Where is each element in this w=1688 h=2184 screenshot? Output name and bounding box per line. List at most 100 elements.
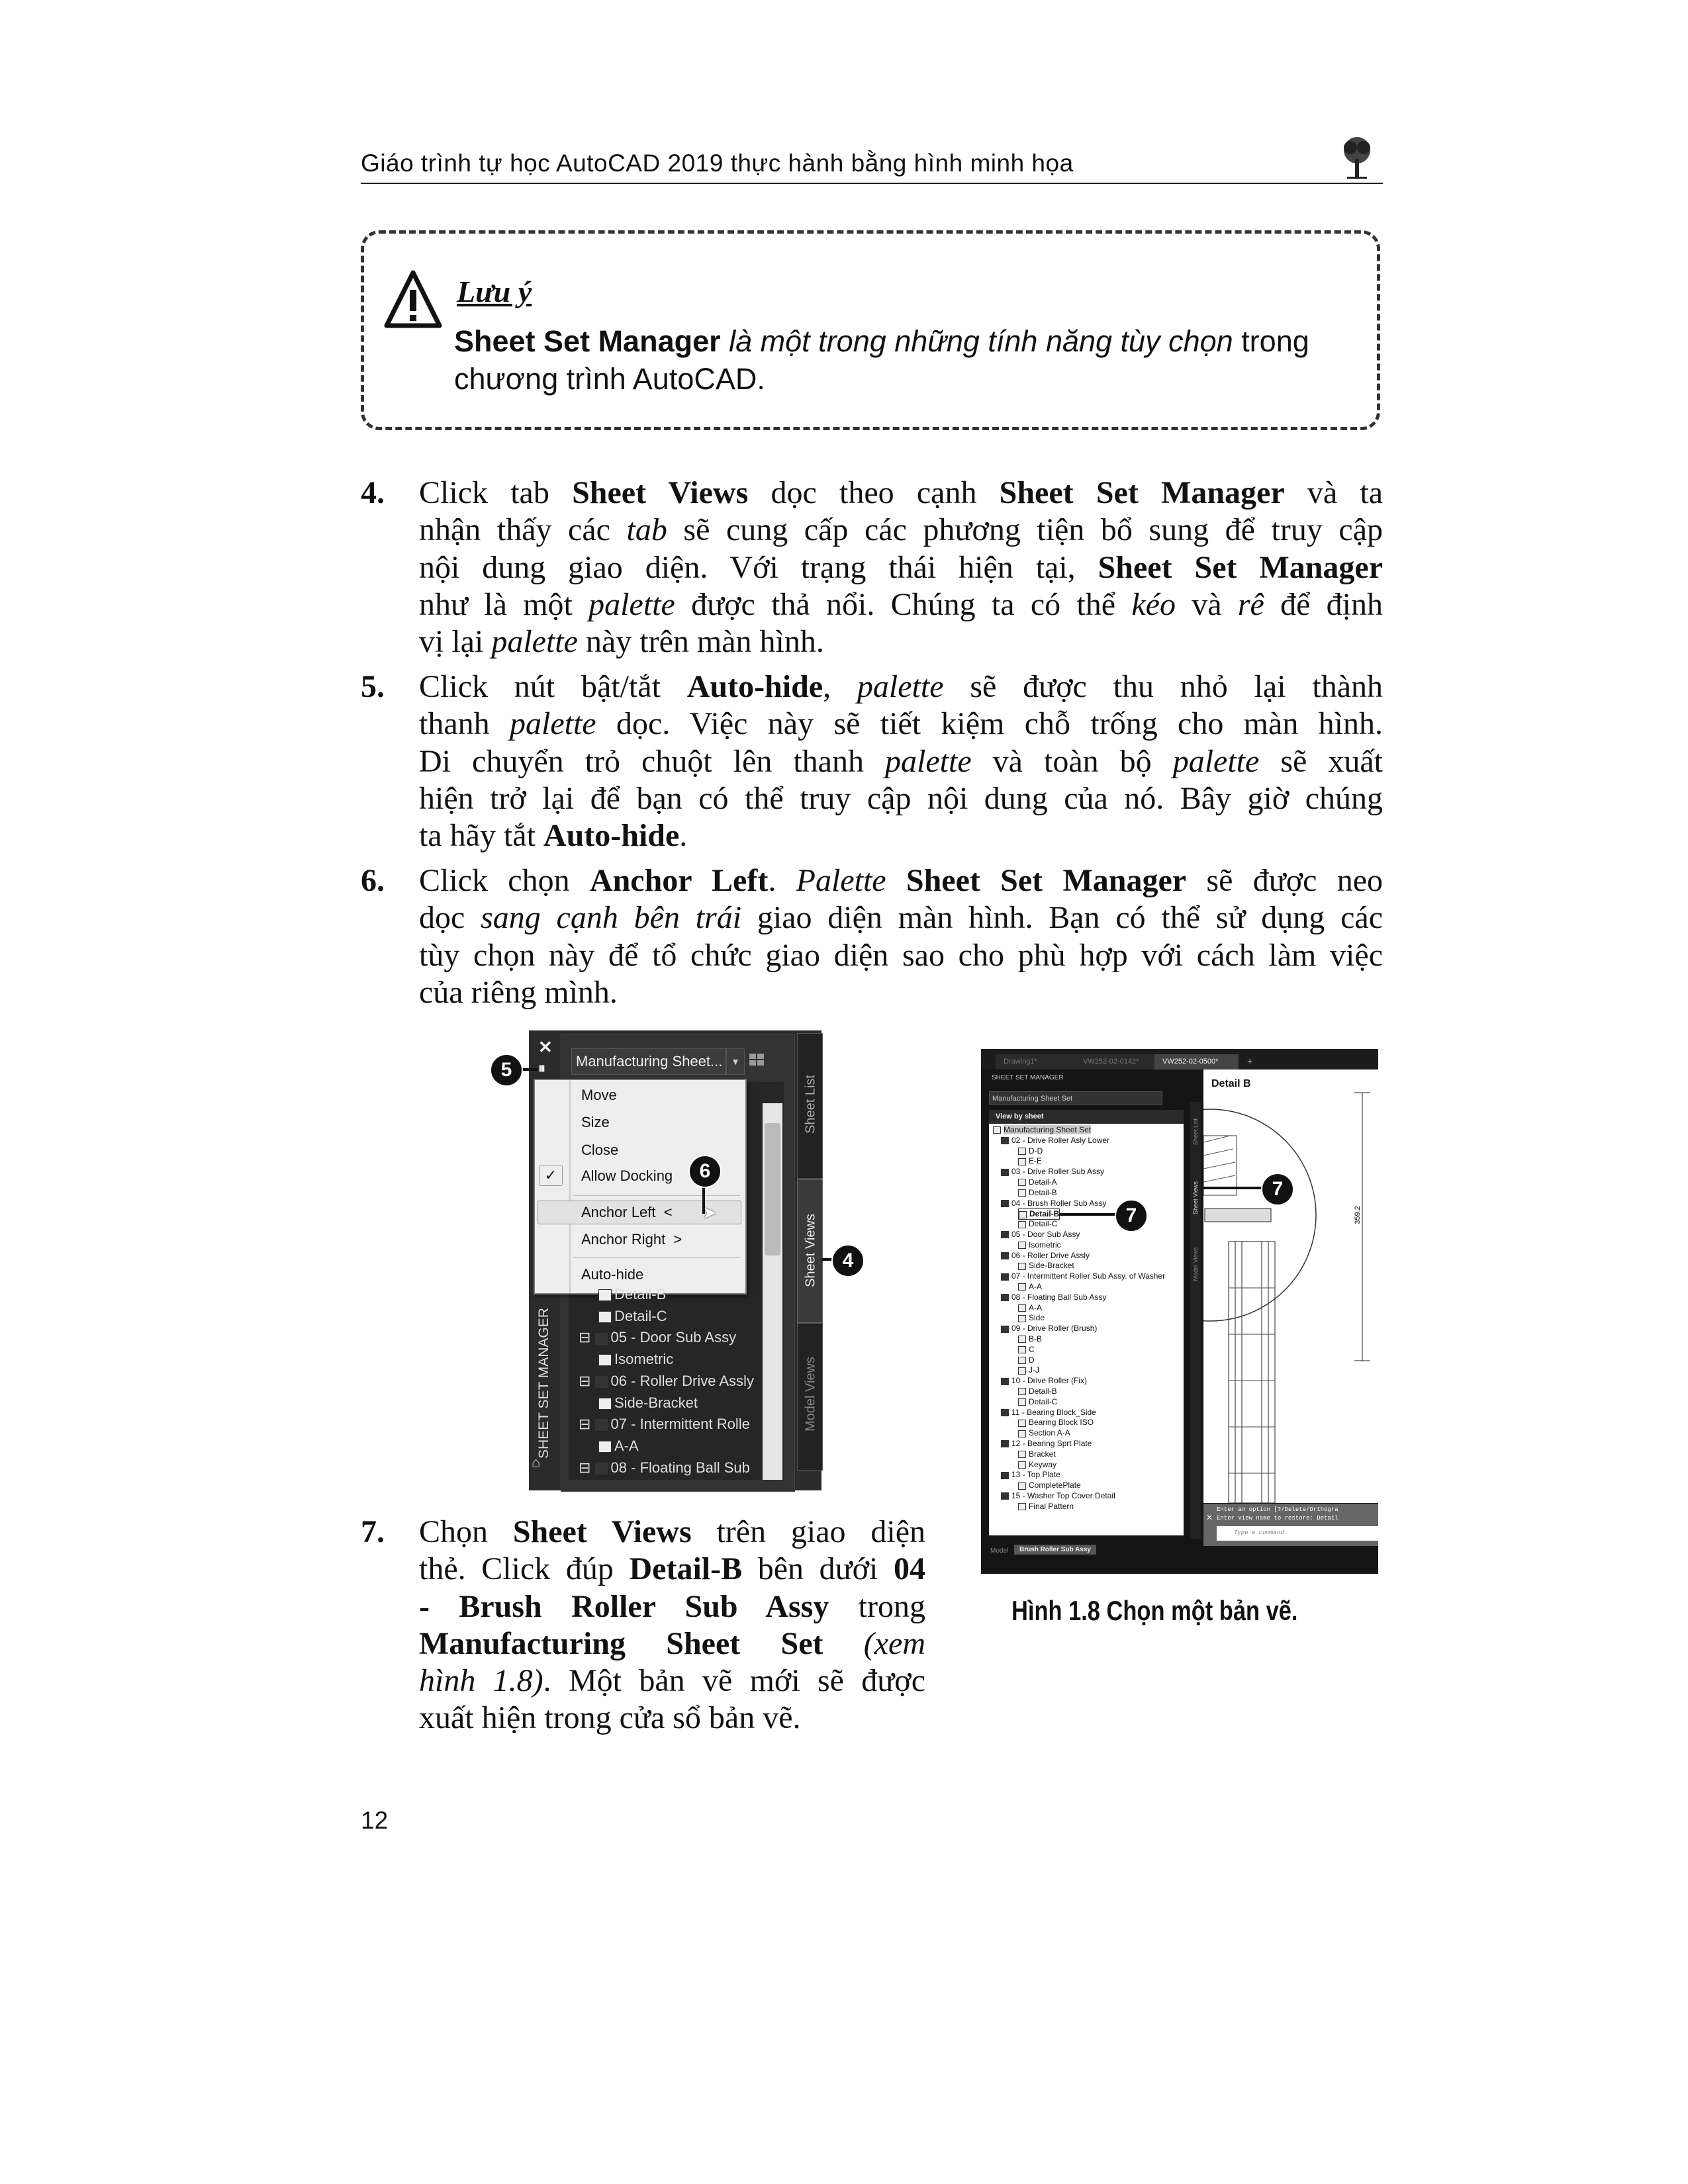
tree-row[interactable]: Side	[1018, 1313, 1045, 1323]
tree-row[interactable]: Side-Bracket	[598, 1394, 698, 1412]
tree-row[interactable]: D-D	[1018, 1146, 1043, 1156]
dropdown-arrow-icon[interactable]: ▼	[726, 1048, 745, 1075]
bold-term: Sheet Set Manager	[999, 475, 1285, 510]
new-tab-icon[interactable]: +	[1247, 1056, 1253, 1066]
view-icon	[1019, 1210, 1027, 1218]
tree-row[interactable]: 13 - Top Plate	[1001, 1470, 1060, 1480]
step-text-line: xuất hiện trong cửa sổ bản vẽ.	[419, 1700, 925, 1737]
tree-row[interactable]: 08 - Floating Ball Sub Assy	[1001, 1293, 1106, 1302]
tree-row[interactable]: 11 - Bearing Block_Side	[1001, 1408, 1096, 1418]
tree-row[interactable]: CompletePlate	[1018, 1480, 1081, 1490]
tree-label: Isometric	[1029, 1240, 1061, 1250]
auto-hide-icon[interactable]: ⏸	[538, 1060, 546, 1076]
tree-row[interactable]: C	[1018, 1345, 1035, 1355]
view-icon	[1018, 1482, 1026, 1490]
tree-row[interactable]: Isometric	[598, 1351, 673, 1368]
tree-row[interactable]: Bearing Block ISO	[1018, 1418, 1094, 1428]
layout-tab-model[interactable]: Model	[990, 1547, 1009, 1555]
text: như là một	[419, 586, 589, 622]
scrollbar[interactable]	[763, 1103, 782, 1480]
tab-sheet-list[interactable]: Sheet List	[797, 1033, 823, 1179]
tree-row[interactable]: Section A-A	[1018, 1428, 1070, 1438]
tree-row[interactable]: ⊟ 08 - Floating Ball Sub	[579, 1459, 750, 1477]
doc-tab[interactable]: VW252-02-0142*	[1075, 1054, 1159, 1069]
tab-model-views[interactable]: Model Views	[797, 1323, 823, 1471]
tree-row-selected[interactable]: Detail-B	[1018, 1208, 1060, 1220]
tree-row[interactable]: 12 - Bearing Sprt Plate	[1001, 1439, 1092, 1449]
palette-title-bar[interactable]: SHEET SET MANAGER	[534, 1308, 554, 1461]
text: này trên màn hình.	[577, 624, 824, 660]
scrollbar-thumb[interactable]	[765, 1123, 780, 1255]
text: thanh	[419, 706, 510, 742]
tree-row[interactable]: 02 - Drive Roller Asly Lower	[1001, 1136, 1109, 1146]
command-input[interactable]: Type a command	[1217, 1526, 1378, 1541]
tree-row[interactable]: Isometric	[1018, 1240, 1061, 1250]
tree-row[interactable]: A-A	[598, 1437, 639, 1455]
tab-sheet-list[interactable]: Sheet List	[1192, 1118, 1199, 1146]
close-icon[interactable]: ✕	[1206, 1513, 1213, 1522]
view-icon	[598, 1354, 612, 1367]
tree-row[interactable]: 04 - Brush Roller Sub Assy	[1001, 1199, 1106, 1208]
tree-row[interactable]: A-A	[1018, 1282, 1042, 1292]
sheet-icon	[1001, 1408, 1009, 1416]
menu-item-auto-hide[interactable]: Auto-hide	[581, 1266, 644, 1283]
tree-row[interactable]: 15 - Washer Top Cover Detail	[1001, 1491, 1115, 1501]
menu-item-allow-docking[interactable]: Allow Docking	[581, 1167, 673, 1184]
close-icon[interactable]: ✕	[538, 1037, 553, 1057]
tree-row[interactable]: D	[1018, 1355, 1035, 1365]
tree-row[interactable]: Detail-B	[1018, 1188, 1057, 1198]
italic-term: palette	[491, 624, 578, 660]
tree-row[interactable]: Detail-B	[598, 1286, 666, 1303]
tree-row[interactable]: 10 - Drive Roller (Fix)	[1001, 1376, 1087, 1386]
italic-term: tab	[626, 512, 667, 548]
note-box	[361, 230, 1380, 430]
tree-label: 06 - Roller Drive Assly	[610, 1372, 754, 1389]
sheet-set-dropdown[interactable]: Manufacturing Sheet...	[571, 1048, 726, 1075]
tree-row[interactable]: Detail-A	[1018, 1177, 1057, 1187]
tree-row[interactable]: Bracket	[1018, 1449, 1056, 1459]
tab-model-views[interactable]: Model Views	[1192, 1247, 1199, 1281]
doc-tab[interactable]: Drawing1*	[996, 1054, 1080, 1069]
tree-row[interactable]: B-B	[1018, 1334, 1042, 1344]
collapse-icon[interactable]: ⊟	[579, 1459, 595, 1476]
sheet-set-dropdown[interactable]: Manufacturing Sheet Set	[989, 1091, 1162, 1105]
tree-row[interactable]: A-A	[1018, 1303, 1042, 1313]
text: Click nút bật/tắt	[419, 669, 687, 704]
menu-item-size[interactable]: Size	[581, 1114, 610, 1130]
menu-item-anchor-right[interactable]: Anchor Right >	[581, 1231, 682, 1248]
tree-row[interactable]: ⊟ 07 - Intermittent Rolle	[579, 1416, 750, 1433]
tree-row[interactable]: 09 - Drive Roller (Brush)	[1001, 1324, 1097, 1334]
note-text: là một trong những tính năng tùy chọn	[720, 324, 1233, 358]
tree-row[interactable]: ⊟ 05 - Door Sub Assy	[579, 1329, 736, 1346]
tree-row[interactable]: Detail-B	[1018, 1387, 1057, 1396]
tree-row[interactable]: Detail-C	[1018, 1219, 1057, 1229]
drawing-canvas[interactable]	[1203, 1069, 1378, 1503]
collapse-icon[interactable]: ⊟	[579, 1372, 595, 1389]
collapse-icon[interactable]: ⊟	[579, 1329, 595, 1346]
dropdown-value: Manufacturing Sheet...	[576, 1053, 723, 1069]
view-toggle-icon[interactable]	[749, 1053, 766, 1069]
tree-row[interactable]: Detail-C	[1018, 1397, 1057, 1407]
tab-sheet-views[interactable]: Sheet Views	[797, 1179, 823, 1323]
tree-row[interactable]: 03 - Drive Roller Sub Assy	[1001, 1167, 1104, 1177]
tree-row[interactable]: Manufacturing Sheet Set	[993, 1125, 1092, 1135]
tree-row[interactable]: Final Pattern	[1018, 1502, 1074, 1512]
tree-row[interactable]: J-J	[1018, 1365, 1039, 1375]
layout-tab-active[interactable]: Brush Roller Sub Assy	[1014, 1545, 1096, 1555]
palette-context-menu: ✓ Move Size Close Allow Docking Anchor L…	[534, 1079, 747, 1295]
tree-row[interactable]: Detail-C	[598, 1308, 667, 1325]
tree-row[interactable]: 05 - Door Sub Assy	[1001, 1230, 1080, 1240]
tree-row[interactable]: Keyway	[1018, 1460, 1056, 1470]
tree-row[interactable]: ⊟ 06 - Roller Drive Assly	[579, 1373, 754, 1390]
menu-item-close[interactable]: Close	[581, 1142, 619, 1158]
menu-item-move[interactable]: Move	[581, 1087, 617, 1103]
menu-item-anchor-left[interactable]: Anchor Left <	[581, 1204, 673, 1220]
tree-row[interactable]: E-E	[1018, 1156, 1042, 1166]
tree-row[interactable]: Side-Bracket	[1018, 1261, 1074, 1271]
doc-tab-active[interactable]: VW252-02-0500*	[1154, 1054, 1239, 1069]
tree-row[interactable]: 07 - Intermittent Roller Sub Assy. of Wa…	[1001, 1271, 1165, 1281]
text: sẽ xuất	[1259, 743, 1383, 779]
tab-sheet-views[interactable]: Sheet Views	[1192, 1181, 1199, 1214]
collapse-icon[interactable]: ⊟	[579, 1416, 595, 1433]
tree-row[interactable]: 06 - Roller Drive Assly	[1001, 1251, 1090, 1261]
